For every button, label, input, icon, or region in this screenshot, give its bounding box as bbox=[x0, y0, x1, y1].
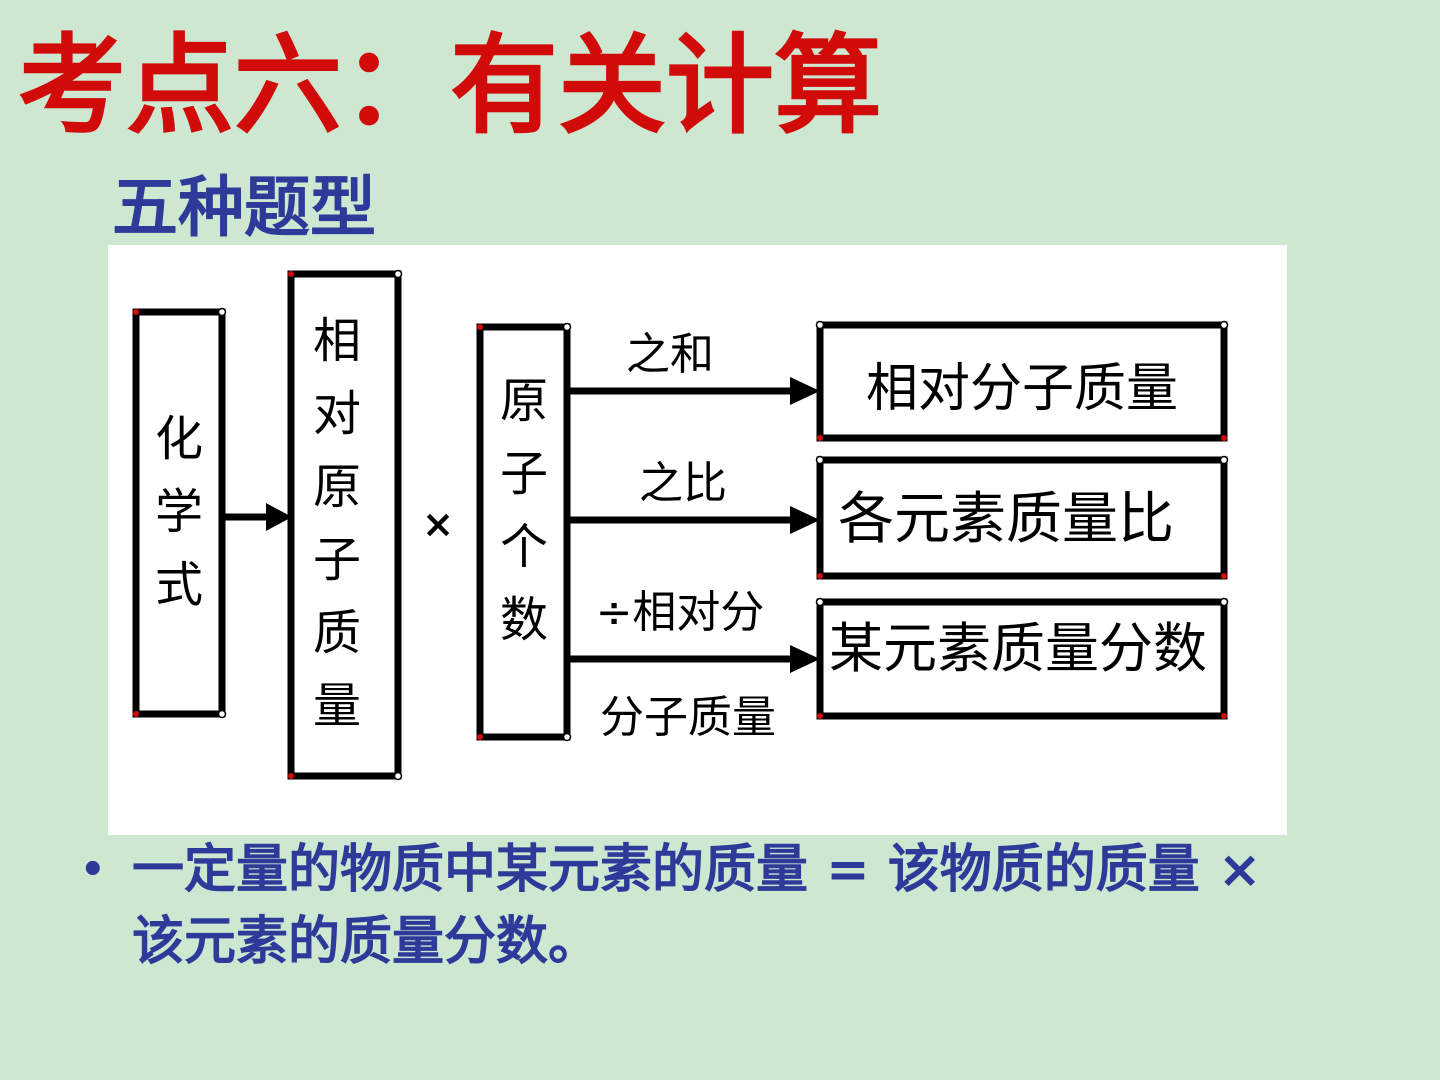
result-label: 某元素质量分数 bbox=[829, 617, 1207, 680]
multiply-icon: × bbox=[422, 502, 454, 546]
corner-handles bbox=[133, 271, 1227, 779]
diagram-canvas: 化 学 式 相 对 原 子 质 量 × 原 子 个 数 之和 之比 ÷相对分 分 bbox=[132, 269, 1229, 781]
count-char: 个 bbox=[500, 519, 548, 575]
mass-char: 量 bbox=[313, 678, 361, 734]
result-box-element-mass-fraction bbox=[816, 598, 1228, 720]
result-label: 各元素质量比 bbox=[838, 487, 1174, 552]
slide-subtitle: 五种题型 bbox=[112, 169, 376, 246]
count-char: 数 bbox=[500, 592, 548, 648]
arrow-label-divide-top: ÷相对分 bbox=[596, 587, 765, 638]
arrow-label-sum: 之和 bbox=[626, 329, 714, 380]
atom-count-box bbox=[476, 323, 571, 741]
count-char: 子 bbox=[500, 446, 548, 502]
result-box-element-mass-ratio bbox=[816, 456, 1228, 580]
mass-char: 相 bbox=[313, 313, 361, 369]
mass-char: 对 bbox=[313, 386, 361, 442]
bullet-point: • 一定量的物质中某元素的质量 = 该物质的质量 × 该元素的质量分数。 bbox=[80, 834, 1310, 978]
arrowhead-icon bbox=[790, 506, 820, 534]
count-char: 原 bbox=[500, 373, 548, 429]
corner-handles-open bbox=[217, 269, 1229, 781]
calculation-diagram: 化 学 式 相 对 原 子 质 量 × 原 子 个 数 之和 之比 ÷相对分 分 bbox=[108, 245, 1287, 835]
slide-title: 考点六：有关计算 bbox=[18, 24, 883, 149]
mass-char: 原 bbox=[313, 459, 361, 515]
arrowhead-icon bbox=[790, 645, 820, 673]
arrowhead-icon bbox=[266, 503, 292, 531]
arrow-label-divide-bottom: 分子质量 bbox=[600, 692, 776, 743]
mass-char: 子 bbox=[313, 532, 361, 588]
arrowhead-icon bbox=[790, 377, 820, 405]
formula-char: 化 bbox=[155, 411, 203, 467]
bullet-text: 一定量的物质中某元素的质量 = 该物质的质量 × 该元素的质量分数。 bbox=[132, 840, 1262, 972]
arrow-label-ratio: 之比 bbox=[639, 458, 727, 509]
relative-atomic-mass-box bbox=[287, 270, 402, 780]
result-label: 相对分子质量 bbox=[866, 359, 1178, 419]
result-box-relative-molecular-mass bbox=[816, 321, 1228, 442]
formula-char: 学 bbox=[155, 484, 203, 540]
formula-char: 式 bbox=[155, 557, 203, 613]
bullet-marker: • bbox=[80, 847, 106, 893]
mass-char: 质 bbox=[313, 605, 361, 661]
formula-box bbox=[132, 308, 226, 718]
